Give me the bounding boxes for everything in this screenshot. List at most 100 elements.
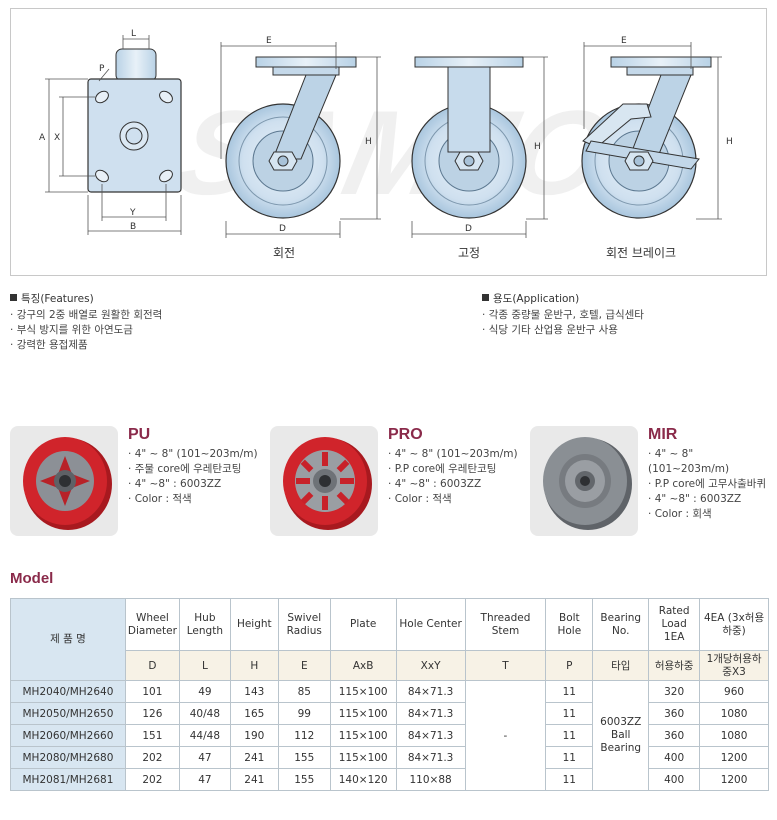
- features-heading: 특징(Features): [10, 292, 162, 307]
- header-bolt-hole: Bolt Hole: [545, 598, 594, 651]
- dim-label-e: E: [266, 36, 272, 46]
- subheader-l: L: [178, 650, 231, 681]
- cell-d: 151: [124, 724, 180, 747]
- cell-hole: 84×71.3: [395, 680, 466, 703]
- dim-label-e-brake: E: [621, 36, 627, 46]
- bearing-line: Ball: [610, 729, 631, 741]
- wheel-spec-item: · 4" ~8" : 6003ZZ: [648, 493, 742, 505]
- model-heading: Model: [10, 570, 54, 587]
- cell-model-name: MH2060/MH2660: [10, 724, 126, 747]
- cell-hole: 84×71.3: [395, 724, 466, 747]
- wheel-specs-pu: · 4" ~ 8" (101~203m/m) · 주물 core에 우레탄코팅 …: [128, 447, 258, 507]
- cell-d: 101: [124, 680, 180, 703]
- cell-hole: 84×71.3: [395, 746, 466, 769]
- square-bullet-icon: [10, 294, 17, 301]
- cell-plate: 140×120: [329, 768, 397, 791]
- caption-rigid: 고정: [457, 246, 481, 260]
- model-spec-table: 제 품 명 Wheel Diameter Hub Length Height S…: [10, 598, 769, 791]
- cell-threaded-stem: -: [464, 680, 547, 791]
- subheader-p: P: [545, 650, 594, 681]
- table-row: MH2080/MH2680 202 47 241 155 115×100 84×…: [10, 746, 769, 769]
- header-model-name: 제 품 명: [10, 598, 126, 681]
- cell-h: 143: [229, 680, 279, 703]
- cell-l: 49: [178, 680, 231, 703]
- cell-h: 190: [229, 724, 279, 747]
- application-heading: 용도(Application): [482, 292, 644, 307]
- cell-l: 47: [178, 746, 231, 769]
- dim-label-h-rigid: H: [534, 142, 541, 152]
- cell-model-name: MH2050/MH2650: [10, 702, 126, 725]
- wheel-spec-item: · 4" ~8" : 6003ZZ: [128, 478, 222, 490]
- subheader-type: 타입: [592, 650, 650, 681]
- caption-swivel-brake: 회전 브레이크: [605, 246, 677, 260]
- table-row: MH2050/MH2650 126 40/48 165 99 115×100 8…: [10, 702, 769, 725]
- application-section: 용도(Application) · 각종 중량물 운반구, 호텔, 급식센타 ·…: [482, 292, 644, 338]
- wheel-spec-item: · P.P core에 우레탄코팅: [388, 463, 497, 475]
- cell-load: 360: [648, 724, 701, 747]
- cell-load: 360: [648, 702, 701, 725]
- header-hub-length: Hub Length: [178, 598, 231, 651]
- subheader-load: 허용하중: [648, 650, 701, 681]
- cell-hole: 110×88: [395, 768, 466, 791]
- header-height: Height: [229, 598, 279, 651]
- cell-load4: 1200: [699, 746, 769, 769]
- wheel-spec-item: · 주물 core에 우레탄코팅: [128, 463, 242, 475]
- cell-l: 44/48: [178, 724, 231, 747]
- wheel-image-pro: [270, 426, 378, 536]
- cell-p: 11: [545, 746, 594, 769]
- cell-bearing: 6003ZZ Ball Bearing: [592, 680, 650, 791]
- wheel-image-pu: [10, 426, 118, 536]
- plate-top-view: L P A X Y B: [39, 29, 182, 235]
- subheader-axb: AxB: [329, 650, 397, 681]
- rigid-caster-drawing: D H: [411, 56, 548, 238]
- wheel-image-mir: [530, 426, 638, 536]
- cell-h: 241: [229, 746, 279, 769]
- wheel-title-pro: PRO: [388, 426, 423, 443]
- bearing-line: Bearing: [600, 742, 642, 754]
- subheader-load4: 1개당허용하중X3: [699, 650, 769, 681]
- subheader-e: E: [277, 650, 331, 681]
- wheel-spec-item: · 4" ~ 8" (101~203m/m): [388, 448, 518, 460]
- subheader-h: H: [229, 650, 279, 681]
- header-swivel-radius: Swivel Radius: [277, 598, 331, 651]
- dim-label-a: A: [39, 133, 46, 143]
- cell-p: 11: [545, 768, 594, 791]
- wheel-specs-pro: · 4" ~ 8" (101~203m/m) · P.P core에 우레탄코팅…: [388, 447, 518, 507]
- wheel-spec-item: · Color : 적색: [128, 493, 192, 505]
- wheel-spec-item: · 4" ~8" : 6003ZZ: [388, 478, 482, 490]
- feature-item: · 부식 방지를 위한 아연도금: [10, 324, 133, 336]
- bearing-line: 6003ZZ: [600, 716, 642, 728]
- cell-load: 320: [648, 680, 701, 703]
- table-row: MH2081/MH2681 202 47 241 155 140×120 110…: [10, 768, 769, 791]
- cell-e: 155: [277, 768, 331, 791]
- cell-l: 40/48: [178, 702, 231, 725]
- feature-item: · 강구의 2중 배열로 원활한 회전력: [10, 309, 163, 321]
- wheel-spec-item: · Color : 적색: [388, 493, 452, 505]
- cell-p: 11: [545, 702, 594, 725]
- header-threaded-stem: Threaded Stem: [464, 598, 547, 651]
- cell-d: 126: [124, 702, 180, 725]
- application-item: · 각종 중량물 운반구, 호텔, 급식센타: [482, 309, 644, 321]
- dim-label-h-brake: H: [726, 137, 733, 147]
- wheel-spec-item: · 4" ~ 8" (101~203m/m): [128, 448, 258, 460]
- cell-model-name: MH2081/MH2681: [10, 768, 126, 791]
- dim-label-h: H: [365, 137, 372, 147]
- table-row: MH2060/MH2660 151 44/48 190 112 115×100 …: [10, 724, 769, 747]
- cell-p: 11: [545, 724, 594, 747]
- cell-h: 241: [229, 768, 279, 791]
- wheel-specs-mir: · 4" ~ 8" (101~203m/m) · P.P core에 고무사출바…: [648, 447, 777, 522]
- cell-plate: 115×100: [329, 702, 397, 725]
- cell-plate: 115×100: [329, 680, 397, 703]
- cell-e: 99: [277, 702, 331, 725]
- feature-item: · 강력한 용접제품: [10, 339, 88, 351]
- cell-plate: 115×100: [329, 746, 397, 769]
- cell-load4: 1200: [699, 768, 769, 791]
- caster-drawings: SAMJO L P A X Y B: [39, 29, 733, 238]
- cell-e: 112: [277, 724, 331, 747]
- swivel-caster-drawing: E D H: [220, 36, 381, 238]
- subheader-t: T: [464, 650, 547, 681]
- dim-label-p: P: [99, 64, 105, 74]
- table-row: MH2040/MH2640 101 49 143 85 115×100 84×7…: [10, 680, 769, 791]
- cell-d: 202: [124, 768, 180, 791]
- wheel-title-mir: MIR: [648, 426, 678, 443]
